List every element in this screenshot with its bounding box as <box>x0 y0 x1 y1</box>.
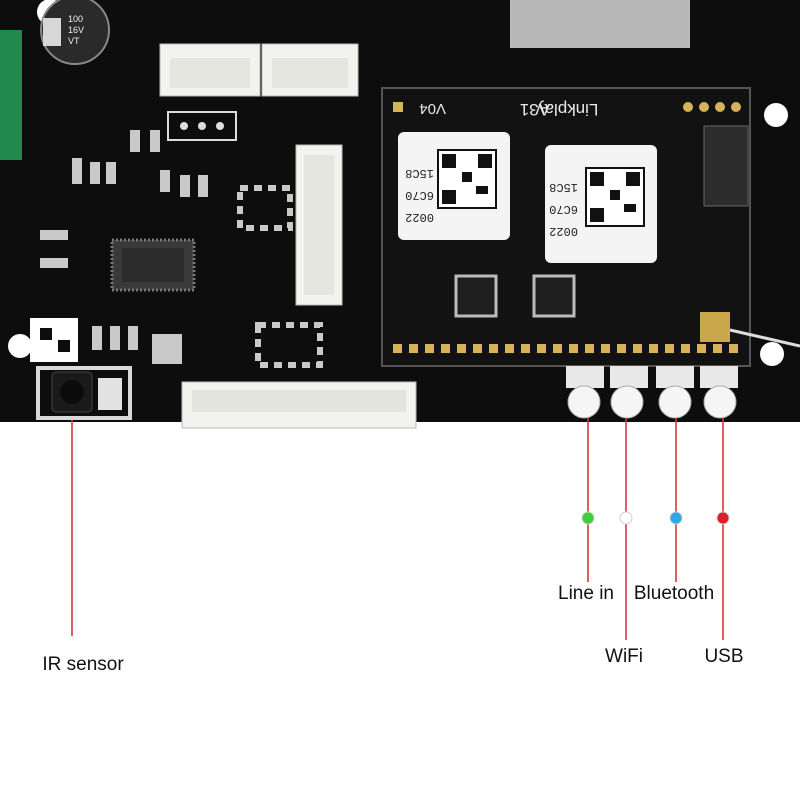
led-row <box>566 366 738 419</box>
header-pin <box>521 344 530 353</box>
header-pin <box>617 344 626 353</box>
header-pin <box>633 344 642 353</box>
qr-sticker: 0022 6C70 15C8 <box>398 132 510 240</box>
antenna-cable <box>729 328 800 348</box>
wifi-indicator-dot <box>619 511 633 525</box>
led-bluetooth <box>658 385 692 419</box>
top-connector-j7 <box>159 43 261 97</box>
smd-components <box>30 130 323 368</box>
led-usb <box>703 385 737 419</box>
line-in-indicator-dot <box>581 511 595 525</box>
qr-code-text: 0022 <box>405 210 434 224</box>
module-version: V04 <box>419 100 446 117</box>
ir-sensor-component <box>36 366 132 420</box>
pcb-board: 100 16V VT Linkplay A31 V04 <box>0 0 800 429</box>
header-pin <box>441 344 450 353</box>
header-pin <box>601 344 610 353</box>
line-in-label: Line in <box>558 583 614 604</box>
qr-code-text: 6C70 <box>549 202 578 216</box>
mounting-hole <box>8 334 32 358</box>
inductor <box>532 274 576 318</box>
bluetooth-label: Bluetooth <box>633 583 715 604</box>
top-connector-j6 <box>261 43 359 97</box>
header-pin <box>729 344 738 353</box>
usb-label: USB <box>704 646 744 667</box>
inductor <box>454 274 498 318</box>
header-pin <box>569 344 578 353</box>
header-pin <box>697 344 706 353</box>
header-pin <box>665 344 674 353</box>
header-pin <box>489 344 498 353</box>
header-pin <box>713 344 722 353</box>
header-pin <box>457 344 466 353</box>
usb-indicator-dot <box>716 511 730 525</box>
led-line-in <box>567 385 601 419</box>
module-model: A31 <box>520 100 550 119</box>
antenna-connector <box>700 312 730 342</box>
linkplay-module: Linkplay A31 V04 0022 6C70 15C8 0022 6C7… <box>381 0 800 367</box>
qr-code-text: 15C8 <box>405 166 434 180</box>
module-brand: Linkplay <box>536 100 599 119</box>
header-pin <box>425 344 434 353</box>
bluetooth-indicator-dot <box>669 511 683 525</box>
bottom-connector <box>181 381 417 429</box>
wifi-label: WiFi <box>605 646 643 667</box>
header-pin <box>505 344 514 353</box>
capacitor-label: VT <box>68 36 80 46</box>
qr-sticker: 0022 6C70 15C8 <box>545 145 657 263</box>
qr-code-text: 0022 <box>549 224 578 238</box>
header-pin <box>585 344 594 353</box>
audio-chip <box>110 238 196 292</box>
header-pin <box>553 344 562 353</box>
led-wifi <box>610 385 644 419</box>
header-pins-bottom <box>393 344 738 353</box>
electrolytic-capacitor <box>40 0 110 65</box>
header-pins-top <box>393 102 741 112</box>
header-pin <box>393 344 402 353</box>
mounting-hole <box>764 103 788 127</box>
qr-code-text: 15C8 <box>549 180 578 194</box>
capacitor-label: 16V <box>68 25 84 35</box>
header-pin <box>649 344 658 353</box>
flash-chip <box>703 125 749 207</box>
capacitor-label: 100 <box>68 14 83 24</box>
qr-code-text: 6C70 <box>405 188 434 202</box>
pin-header <box>167 111 237 141</box>
mounting-hole <box>760 342 784 366</box>
header-pin <box>473 344 482 353</box>
header-pin <box>409 344 418 353</box>
ir-sensor-label: IR sensor <box>42 654 124 675</box>
header-pin <box>681 344 690 353</box>
header-pin <box>537 344 546 353</box>
terminal-block <box>0 30 22 160</box>
